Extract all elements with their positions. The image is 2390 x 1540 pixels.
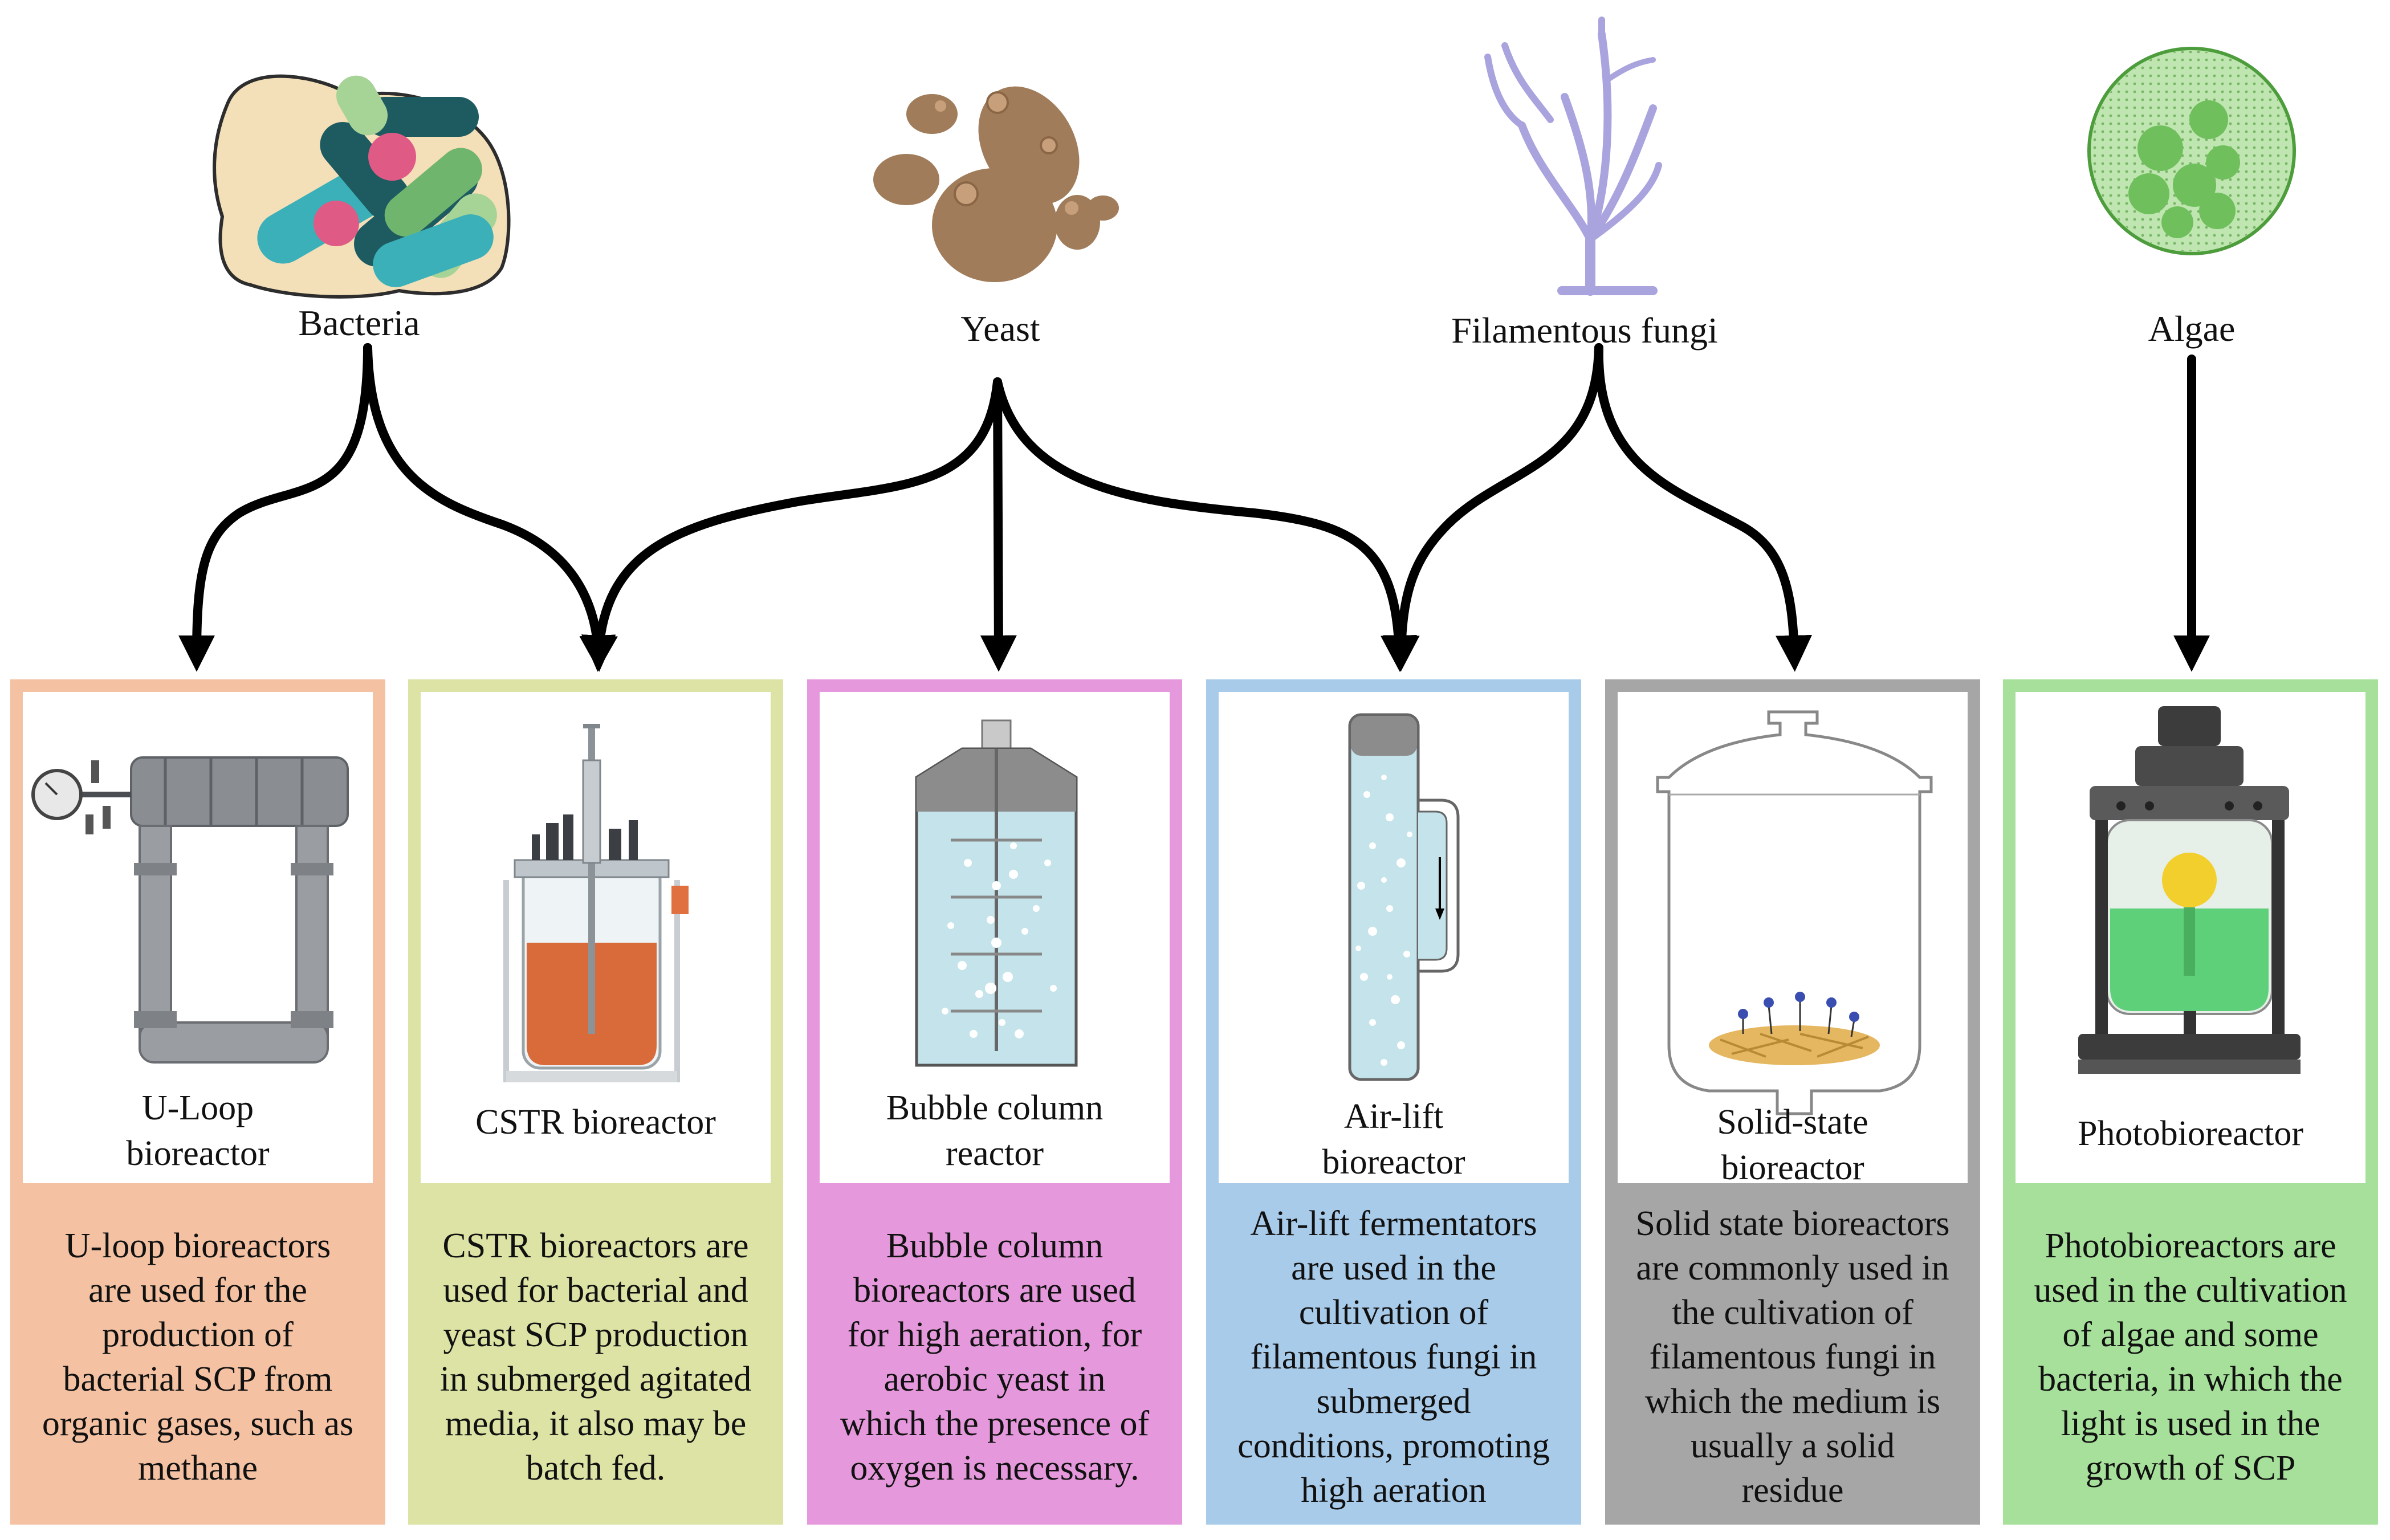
- description-line: Air-lift fermentators: [1250, 1204, 1537, 1243]
- description-line: batch fed.: [526, 1449, 666, 1488]
- reactor-label-line: Photobioreactor: [2077, 1114, 2303, 1153]
- description-line: light is used in the: [2061, 1404, 2320, 1443]
- reactor-description-solid-state: Solid state bioreactors are commonly use…: [1611, 1195, 1974, 1519]
- description-line: cultivation of: [1298, 1293, 1489, 1332]
- arrow-bacteria-to-cstr: [363, 343, 616, 672]
- solid-state-bioreactor-icon: [1656, 710, 1933, 1115]
- description-line: aerobic yeast in: [883, 1360, 1106, 1399]
- connection-arrows: [178, 343, 2210, 672]
- organism-label-filamentous-fungi: Filamentous fungi: [1451, 310, 1718, 351]
- organism-label-yeast: Yeast: [960, 308, 1040, 349]
- filamentous-fungi-icon: [1484, 17, 1662, 296]
- bacteria-icon: [213, 74, 511, 299]
- description-line: media, it also may be: [445, 1404, 747, 1443]
- description-line: high aeration: [1301, 1471, 1487, 1510]
- reactor-label-line: bioreactor: [1721, 1148, 1864, 1187]
- arrow-fungi-to-airlift: [1383, 343, 1603, 672]
- panel-photobioreactor-image-box: Photobioreactor: [2016, 692, 2365, 1183]
- description-line: in submerged agitated: [439, 1360, 752, 1399]
- panel-bubble-column: Bubble column reactor Bubble column bior…: [807, 679, 1182, 1525]
- reactor-label-bubble-column: Bubble column reactor: [820, 1085, 1170, 1176]
- panel-airlift-image-box: Air-lift bioreactor: [1219, 692, 1569, 1183]
- reactor-description-bubble-column: Bubble column bioreactors are used for h…: [813, 1195, 1176, 1519]
- panel-uloop-image-box: U-Loop bioreactor: [23, 692, 373, 1183]
- panel-airlift: Air-lift bioreactor Air-lift fermentator…: [1206, 679, 1581, 1525]
- reactor-label-solid-state: Solid-state bioreactor: [1618, 1099, 1968, 1191]
- airlift-bioreactor-icon: [1348, 713, 1460, 1081]
- reactor-description-uloop: U-loop bioreactors are used for the prod…: [16, 1195, 380, 1519]
- algae-icon: [2087, 47, 2296, 255]
- description-line: are commonly used in: [1636, 1249, 1949, 1288]
- description-line: conditions, promoting: [1237, 1427, 1550, 1465]
- reactor-description-photobioreactor: Photobioreactors are used in the cultiva…: [2009, 1195, 2372, 1519]
- reactor-description-airlift: Air-lift fermentators are used in the cu…: [1212, 1195, 1575, 1519]
- description-line: bacteria, in which the: [2038, 1360, 2343, 1399]
- description-line: U-loop bioreactors: [64, 1227, 331, 1265]
- reactor-label-line: reactor: [945, 1134, 1044, 1173]
- description-line: bacterial SCP from: [63, 1360, 333, 1399]
- description-line: yeast SCP production: [443, 1315, 748, 1354]
- panel-cstr: CSTR bioreactor CSTR bioreactors are use…: [408, 679, 783, 1525]
- reactor-label-line: CSTR bioreactor: [475, 1103, 716, 1142]
- reactor-label-line: Air-lift: [1343, 1097, 1444, 1136]
- description-line: are used in the: [1291, 1249, 1496, 1288]
- arrow-yeast-to-bubble: [980, 377, 1017, 672]
- panel-bubble-column-image-box: Bubble column reactor: [820, 692, 1170, 1183]
- organism-label-algae: Algae: [2148, 308, 2236, 349]
- description-line: production of: [102, 1315, 294, 1354]
- description-line: growth of SCP: [2085, 1449, 2296, 1488]
- reactor-label-uloop: U-Loop bioreactor: [23, 1085, 373, 1176]
- panel-photobioreactor: Photobioreactor Photobioreactors are use…: [2003, 679, 2378, 1525]
- panel-solid-state: Solid-state bioreactor Solid state biore…: [1605, 679, 1980, 1525]
- uloop-bioreactor-icon: [31, 756, 349, 1064]
- description-line: residue: [1741, 1471, 1844, 1510]
- description-line: Solid state bioreactors: [1635, 1204, 1950, 1243]
- panel-uloop: U-Loop bioreactor U-loop bioreactors are…: [10, 679, 385, 1525]
- reactor-label-line: bioreactor: [126, 1134, 270, 1173]
- reactor-description-cstr: CSTR bioreactors are used for bacterial …: [414, 1195, 777, 1519]
- arrow-yeast-to-airlift: [993, 377, 1418, 672]
- reactor-label-airlift: Air-lift bioreactor: [1219, 1094, 1569, 1185]
- description-line: organic gases, such as: [42, 1404, 354, 1443]
- organism-label-bacteria: Bacteria: [298, 303, 420, 343]
- description-line: filamentous fungi in: [1649, 1338, 1936, 1376]
- description-line: used for bacterial and: [443, 1271, 748, 1310]
- description-line: are used for the: [88, 1271, 307, 1310]
- arrow-fungi-to-solid: [1594, 343, 1813, 672]
- description-line: the cultivation of: [1672, 1293, 1913, 1332]
- description-line: methane: [137, 1449, 258, 1488]
- reactor-label-cstr: CSTR bioreactor: [421, 1099, 771, 1145]
- arrow-yeast-to-cstr: [581, 377, 1002, 672]
- description-line: oxygen is necessary.: [850, 1449, 1139, 1488]
- yeast-icon: [873, 86, 1119, 282]
- reactor-label-line: Bubble column: [886, 1089, 1104, 1127]
- description-line: bioreactors are used: [853, 1271, 1136, 1310]
- description-line: Bubble column: [886, 1227, 1104, 1265]
- photobioreactor-icon: [2078, 706, 2301, 1074]
- description-line: which the medium is: [1644, 1382, 1941, 1421]
- description-line: which the presence of: [840, 1404, 1150, 1443]
- description-line: CSTR bioreactors are: [442, 1227, 749, 1265]
- organisms-and-arrows: [178, 17, 2296, 672]
- description-line: filamentous fungi in: [1250, 1338, 1537, 1376]
- description-line: used in the cultivation: [2034, 1271, 2347, 1310]
- reactor-label-photobioreactor: Photobioreactor: [2016, 1111, 2365, 1156]
- reactor-label-line: bioreactor: [1322, 1143, 1465, 1182]
- cstr-bioreactor-icon: [503, 724, 689, 1082]
- description-line: usually a solid: [1690, 1427, 1895, 1465]
- reactor-label-line: Solid-state: [1717, 1103, 1868, 1142]
- description-line: for high aeration, for: [847, 1315, 1142, 1354]
- panel-solid-state-image-box: Solid-state bioreactor: [1618, 692, 1968, 1187]
- panel-cstr-image-box: CSTR bioreactor: [421, 692, 771, 1183]
- description-line: submerged: [1316, 1382, 1471, 1421]
- bubble-column-reactor-icon: [915, 719, 1078, 1067]
- description-line: of algae and some: [2062, 1315, 2319, 1354]
- arrow-bacteria-to-uloop: [178, 343, 372, 672]
- reactor-label-line: U-Loop: [141, 1089, 254, 1127]
- description-line: Photobioreactors are: [2045, 1227, 2336, 1265]
